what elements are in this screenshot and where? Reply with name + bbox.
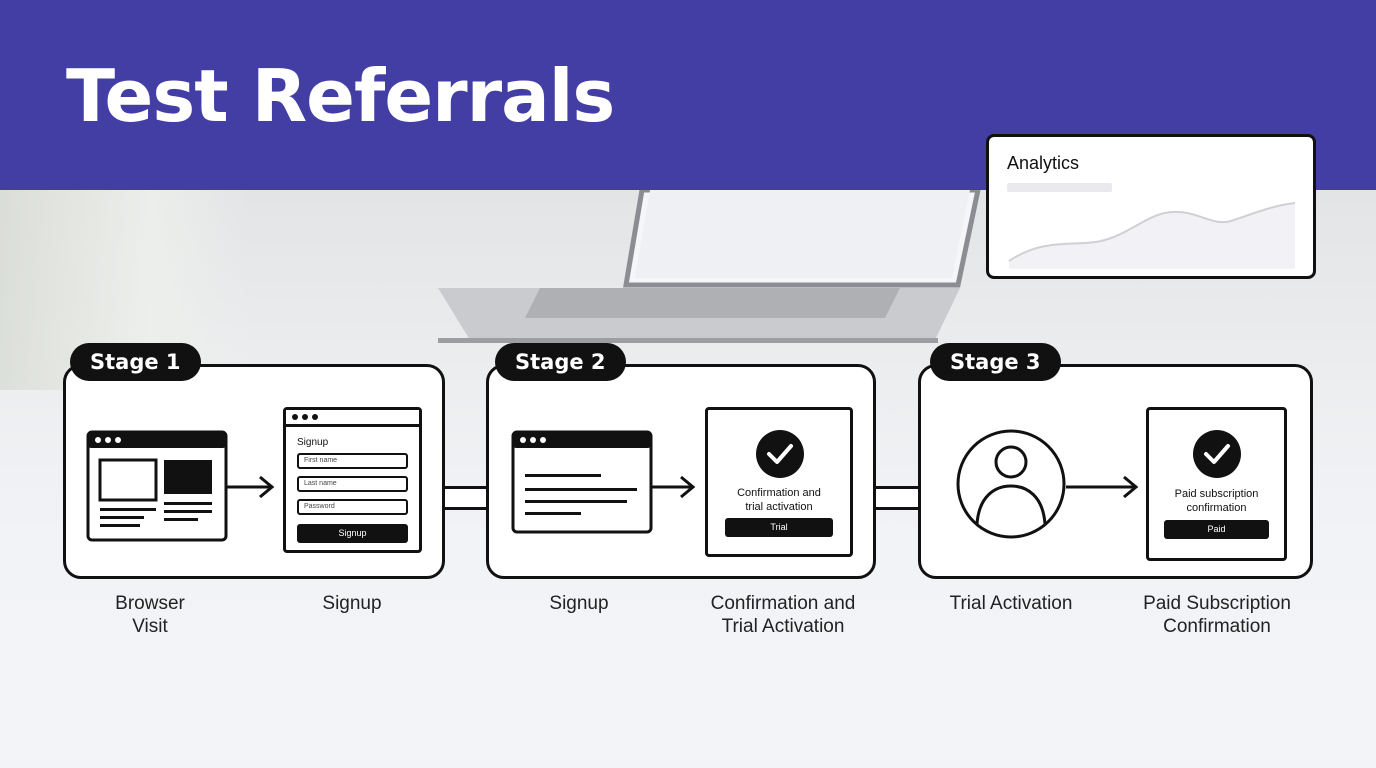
analytics-title: Analytics: [1007, 153, 1080, 173]
arrow-right-icon: [226, 475, 275, 499]
stage-connector-1-2: [440, 486, 492, 510]
signup-form-card: Signup First name Last name Password Sig…: [283, 407, 422, 553]
page-title: Test Referrals: [66, 54, 615, 138]
browser-page-icon: [511, 430, 653, 534]
analytics-placeholder-bar: [1007, 183, 1112, 192]
arrow-right-icon: [1066, 475, 1139, 499]
caption-trial-activation: Trial Activation: [949, 593, 1073, 614]
checkmark-circle-icon: [756, 430, 804, 478]
paid-card-text: Paid subscription confirmation: [1174, 488, 1259, 514]
trial-button[interactable]: Trial: [725, 518, 833, 537]
paid-button[interactable]: Paid: [1164, 520, 1269, 539]
stage-2-label: Stage 2: [495, 343, 626, 381]
signup-form-title: Signup: [297, 437, 329, 448]
confirmation-card-text: Confirmation and trial activation: [737, 487, 821, 513]
header-banner: Test Referrals: [0, 0, 1376, 190]
window-dot-icon: [302, 414, 308, 420]
window-dot-icon: [292, 414, 298, 420]
laptop-illustration: [438, 190, 981, 343]
caption-paid-subscription: Paid Subscription Confirmation: [1143, 593, 1291, 637]
analytics-card: Analytics: [986, 134, 1316, 279]
last-name-field[interactable]: Last name: [297, 476, 408, 492]
checkmark-circle-icon: [1193, 430, 1241, 478]
user-avatar-icon: [956, 429, 1066, 539]
confirmation-card: Confirmation and trial activation Trial: [705, 407, 853, 557]
caption-browser-visit: Browser Visit: [115, 593, 185, 637]
stage-3-label: Stage 3: [930, 343, 1061, 381]
caption-confirmation: Confirmation and Trial Activation: [710, 593, 856, 637]
caption-signup-2: Signup: [549, 593, 609, 614]
first-name-field[interactable]: First name: [297, 453, 408, 469]
window-dot-icon: [312, 414, 318, 420]
stage-1-label: Stage 1: [70, 343, 201, 381]
signup-button[interactable]: Signup: [297, 524, 408, 543]
password-field[interactable]: Password: [297, 499, 408, 515]
stage-connector-2-3: [870, 486, 926, 510]
browser-window-icon: [86, 430, 228, 542]
analytics-line-chart-icon: [1008, 202, 1295, 269]
caption-signup-1: Signup: [322, 593, 382, 614]
arrow-right-icon: [651, 475, 696, 499]
form-card-topbar: [286, 410, 419, 427]
paid-subscription-card: Paid subscription confirmation Paid: [1146, 407, 1287, 561]
